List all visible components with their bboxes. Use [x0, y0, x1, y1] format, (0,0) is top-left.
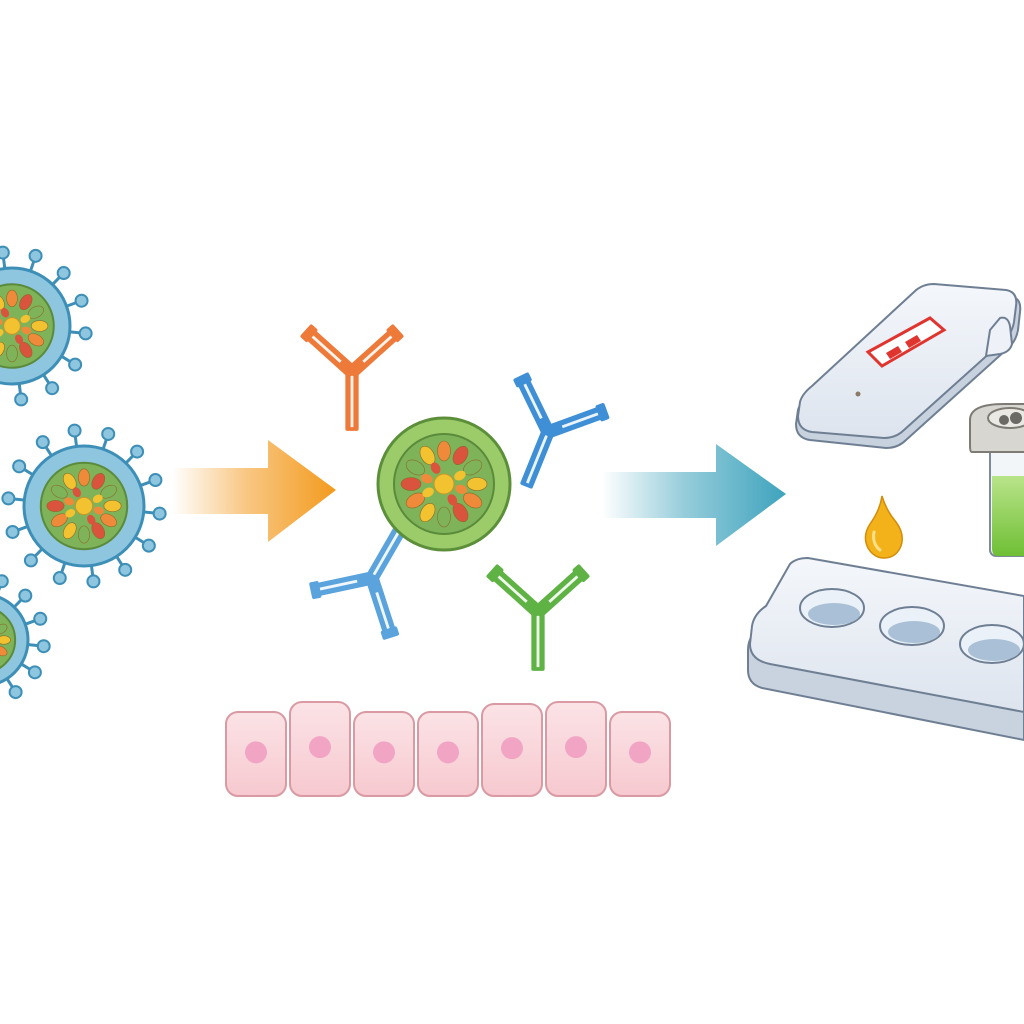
sample-port	[855, 391, 861, 397]
epithelial-cell-icon	[289, 701, 351, 797]
virus-icon	[0, 245, 93, 407]
rapid-test-cassette-icon	[794, 282, 1022, 450]
plate-well	[959, 624, 1024, 664]
epithelial-cell-row	[225, 701, 671, 797]
epithelial-cell-icon	[481, 703, 543, 797]
plate-well	[879, 606, 945, 646]
antibody-icon	[300, 324, 404, 431]
virus-group	[0, 245, 167, 700]
antibody-icon	[486, 564, 590, 671]
well-plate-icon	[747, 556, 1024, 742]
cell-nucleus	[309, 736, 331, 759]
antibody-group	[300, 324, 610, 671]
sample-vial-icon	[969, 403, 1024, 557]
plate-well	[799, 588, 865, 628]
antibody-icon	[309, 524, 407, 640]
virus-icon	[0, 574, 51, 700]
cell-nucleus	[501, 737, 523, 760]
cell-nucleus	[629, 741, 651, 764]
epithelial-cell-icon	[417, 711, 479, 797]
cell-nucleus	[373, 741, 395, 764]
epithelial-cell-icon	[225, 711, 287, 797]
process-arrow-icon	[172, 440, 336, 542]
epithelial-cell-icon	[353, 711, 415, 797]
cell-nucleus	[565, 736, 587, 759]
cell-nucleus	[245, 741, 267, 764]
process-arrow-icon	[602, 444, 786, 546]
cell-nucleus	[437, 741, 459, 764]
sample-droplet-icon	[864, 495, 903, 559]
test-result-window	[865, 316, 947, 368]
epithelial-cell-icon	[609, 711, 671, 797]
epithelial-cell-icon	[545, 701, 607, 797]
neutralized-virus-icon	[376, 416, 512, 552]
antibody-icon	[513, 372, 610, 489]
virus-icon	[1, 423, 167, 589]
